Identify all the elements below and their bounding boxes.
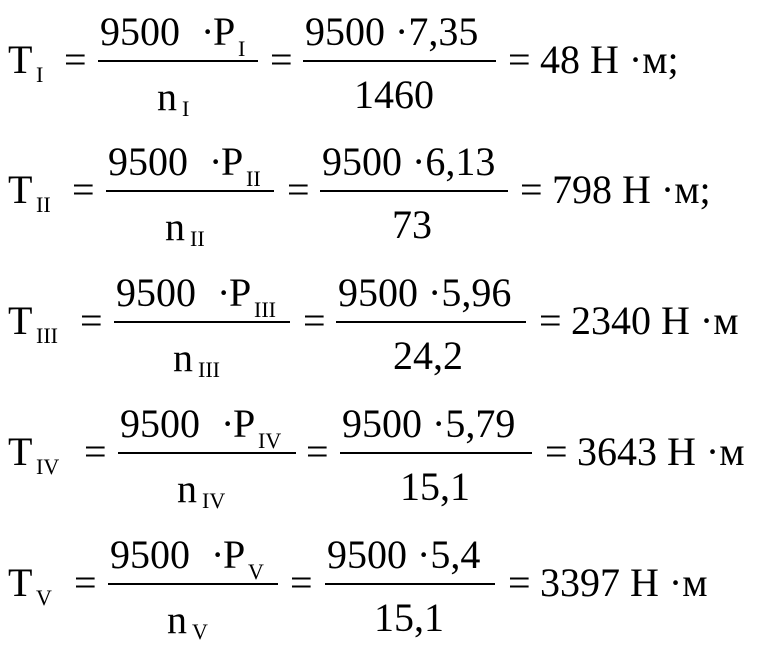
formula-numerator-dot: · xyxy=(201,9,215,54)
values-numerator: 9500 ·6,13 xyxy=(322,139,496,184)
formula-denominator-speed-index: III xyxy=(198,357,220,382)
torque-symbol: T xyxy=(8,429,33,474)
equals-sign-1: = xyxy=(64,37,87,82)
equation-5: T V = 9500 · P V n V = 9500 ·5,4 15,1 = … xyxy=(0,524,765,654)
values-numerator: 9500 ·5,4 xyxy=(327,532,481,577)
torque-result: 48 Н ·м; xyxy=(540,37,679,82)
values-fraction-bar xyxy=(336,321,526,323)
torque-result: 3397 Н ·м xyxy=(540,560,708,605)
formula-numerator-const: 9500 xyxy=(110,532,190,577)
formula-numerator-const: 9500 xyxy=(120,401,200,446)
torque-index: IV xyxy=(36,454,60,479)
equals-sign-1: = xyxy=(72,167,95,212)
torque-index: I xyxy=(36,62,44,87)
torque-result: 798 Н ·м; xyxy=(552,167,711,212)
formula-fraction-bar xyxy=(114,321,290,323)
values-fraction-bar xyxy=(325,583,495,585)
formula-denominator-speed: n xyxy=(157,74,177,119)
formula-numerator-dot: · xyxy=(209,139,223,184)
torque-symbol: T xyxy=(8,37,33,82)
torque-index: II xyxy=(36,192,51,217)
formula-numerator-power: P xyxy=(233,401,256,446)
values-fraction-bar xyxy=(303,60,496,62)
values-numerator: 9500 ·7,35 xyxy=(305,9,479,54)
formula-denominator-speed: n xyxy=(165,204,185,249)
equals-sign-2: = xyxy=(306,429,329,474)
values-numerator: 9500 ·5,79 xyxy=(342,401,516,446)
formula-numerator-power-index: II xyxy=(246,166,261,191)
formula-numerator-const: 9500 xyxy=(100,9,180,54)
torque-index: III xyxy=(36,323,58,348)
equation-3: T III = 9500 · P III n III = 9500 ·5,96 … xyxy=(0,262,765,392)
formula-denominator-speed: n xyxy=(173,335,193,380)
equation-4: T IV = 9500 · P IV n IV = 9500 ·5,79 15,… xyxy=(0,393,765,523)
values-denominator: 73 xyxy=(392,202,432,247)
equals-sign-3: = xyxy=(520,167,543,212)
equals-sign-3: = xyxy=(545,429,568,474)
torque-symbol: T xyxy=(8,560,33,605)
values-fraction-bar xyxy=(340,452,532,454)
formula-numerator-power-index: III xyxy=(254,297,276,322)
torque-result: 3643 Н ·м xyxy=(577,429,745,474)
torque-symbol: T xyxy=(8,167,33,212)
formula-numerator-power: P xyxy=(223,532,246,577)
formula-numerator-dot: · xyxy=(211,532,225,577)
values-denominator: 15,1 xyxy=(374,595,444,640)
formula-denominator-speed: n xyxy=(167,597,187,642)
equals-sign-1: = xyxy=(84,429,107,474)
formula-denominator-speed-index: V xyxy=(192,619,208,644)
equals-sign-3: = xyxy=(539,298,562,343)
formula-fraction-bar xyxy=(108,583,278,585)
equation-2: T II = 9500 · P II n II = 9500 ·6,13 73 … xyxy=(0,131,765,261)
equals-sign-2: = xyxy=(290,560,313,605)
equals-sign-1: = xyxy=(80,298,103,343)
formula-denominator-speed: n xyxy=(177,466,197,511)
formula-numerator-power-index: V xyxy=(248,559,264,584)
torque-index: V xyxy=(36,585,52,610)
formula-fraction-bar xyxy=(98,60,258,62)
formula-numerator-const: 9500 xyxy=(116,270,196,315)
torque-result: 2340 Н ·м xyxy=(571,298,739,343)
torque-symbol: T xyxy=(8,298,33,343)
formula-denominator-speed-index: IV xyxy=(202,488,226,513)
values-denominator: 1460 xyxy=(354,72,434,117)
equals-sign-1: = xyxy=(74,560,97,605)
equals-sign-3: = xyxy=(508,560,531,605)
formula-fraction-bar xyxy=(118,452,296,454)
values-denominator: 24,2 xyxy=(393,333,463,378)
equals-sign-2: = xyxy=(270,37,293,82)
formula-denominator-speed-index: I xyxy=(182,96,190,121)
equals-sign-2: = xyxy=(303,298,326,343)
values-denominator: 15,1 xyxy=(400,464,470,509)
equals-sign-2: = xyxy=(287,167,310,212)
values-fraction-bar xyxy=(320,190,508,192)
equation-1: T I = 9500 · P I n I = 9500 ·7,35 1460 =… xyxy=(0,0,765,130)
formula-numerator-dot: · xyxy=(217,270,231,315)
formula-numerator-power-index: I xyxy=(238,36,246,61)
formula-numerator-power: P xyxy=(229,270,252,315)
values-numerator: 9500 ·5,96 xyxy=(338,270,512,315)
formula-denominator-speed-index: II xyxy=(190,226,205,251)
formula-fraction-bar xyxy=(106,190,274,192)
formula-numerator-power-index: IV xyxy=(258,428,282,453)
formula-numerator-const: 9500 xyxy=(108,139,188,184)
formula-numerator-power: P xyxy=(221,139,244,184)
equals-sign-3: = xyxy=(508,37,531,82)
formula-numerator-power: P xyxy=(213,9,236,54)
formula-numerator-dot: · xyxy=(221,401,235,446)
